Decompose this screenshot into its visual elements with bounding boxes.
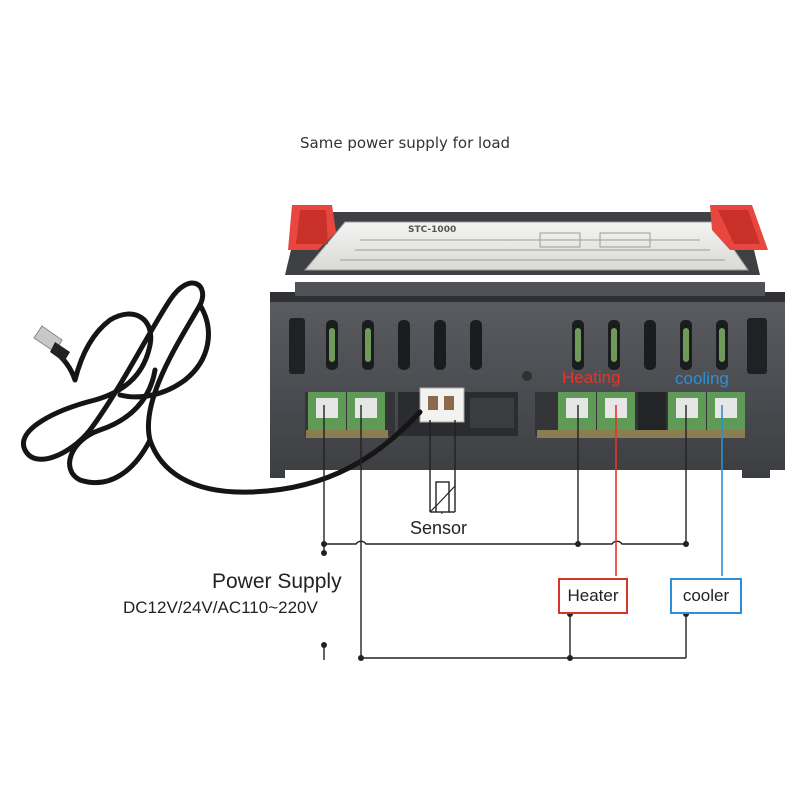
sensor-connector [398,387,518,436]
controller-upper-rim [295,282,765,296]
sensor-thermistor-icon [429,480,456,514]
device-model-label: STC-1000 [408,225,456,235]
cooling-label: cooling [675,369,729,388]
power-supply-label: Power Supply [212,570,342,593]
heating-label: Heating [562,368,621,387]
left-mounting-clip-shade [296,210,328,244]
wiring-lines [323,405,687,660]
power-voltage-label: DC12V/24V/AC110~220V [123,598,318,617]
heater-label: Heater [567,586,619,605]
temperature-probe-icon [20,280,423,495]
junction-dots [321,541,689,661]
heater-box: Heater [558,578,628,614]
right-mounting-clip-shade [718,210,760,244]
temperature-controller: STC-1000 [270,205,785,478]
diagram-caption: Same power supply for load [300,134,511,152]
cooler-box: cooler [670,578,742,614]
housing-screw-hole [522,371,532,381]
controller-label-sticker [303,221,749,271]
label-printed-lines [340,232,725,261]
controller-rear-rim [270,292,785,302]
vent-slots [289,318,767,374]
cooler-label: cooler [682,586,730,605]
relay-terminal-block [535,392,745,438]
sensor-label: Sensor [410,518,468,538]
power-terminal-block [305,392,395,438]
probe-cable [20,280,423,495]
